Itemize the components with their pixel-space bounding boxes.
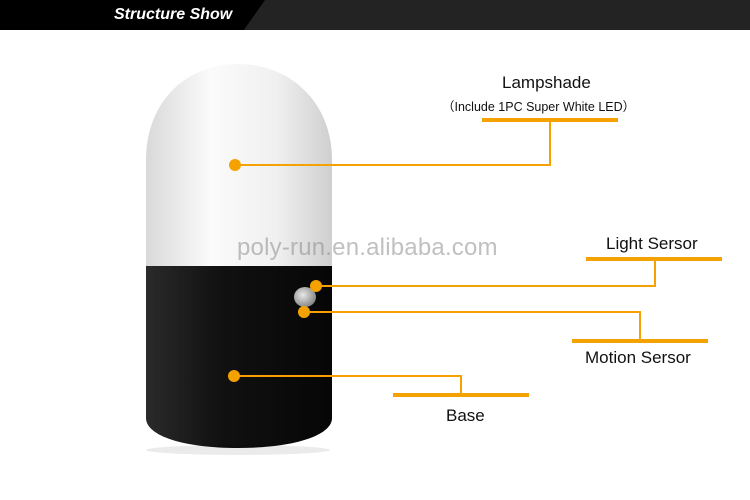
lampshade-dot [229, 159, 241, 171]
sensor-window [294, 287, 316, 307]
base-dot [228, 370, 240, 382]
base-label: Base [446, 406, 485, 425]
lamp-shadow [146, 445, 330, 455]
lamp-base-shape [146, 266, 332, 448]
base-leader-line [234, 375, 462, 394]
motion-sensor-leader-line [304, 311, 641, 340]
header-tab [0, 0, 265, 30]
light-sensor-leader-line [316, 259, 656, 287]
structure-diagram [146, 64, 722, 455]
light-sensor-label: Light Sersor [606, 234, 698, 253]
lampshade-leader-line [235, 120, 551, 166]
motion-sensor-dot [298, 306, 310, 318]
motion-sensor-label: Motion Sersor [585, 348, 691, 367]
lampshade-label: Lampshade [502, 73, 591, 92]
watermark: poly-run.en.alibaba.com [237, 234, 498, 261]
header-title: Structure Show [114, 6, 233, 23]
light-sensor-dot [310, 280, 322, 292]
lampshade-note: （Include 1PC Super White LED） [442, 100, 636, 114]
